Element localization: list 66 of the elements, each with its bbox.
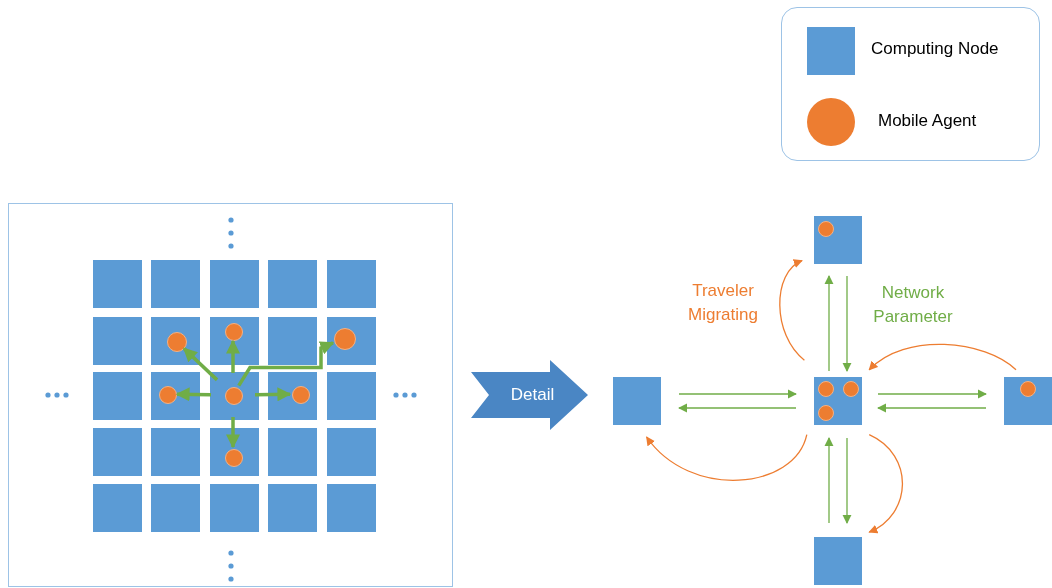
computing-node <box>151 317 200 365</box>
arrow <box>254 387 292 402</box>
curved-arrow <box>868 433 904 533</box>
arrow <box>824 275 834 372</box>
mobile-agent <box>843 381 859 397</box>
computing-node <box>268 317 317 365</box>
computing-node <box>814 377 862 425</box>
curved-arrow <box>645 433 808 481</box>
mobile-agent <box>167 332 187 352</box>
computing-node <box>210 317 259 365</box>
mobile-agent <box>225 323 243 341</box>
computing-node <box>1004 377 1052 425</box>
mobile-agent <box>818 221 834 237</box>
arrow <box>175 387 212 402</box>
mobile-agent <box>334 328 356 350</box>
mobile-agent <box>225 449 243 467</box>
computing-node <box>327 484 376 532</box>
mobile-agent <box>225 387 243 405</box>
computing-node <box>93 317 142 365</box>
computing-node <box>814 216 862 264</box>
computing-node <box>151 372 200 420</box>
curved-arrow <box>868 343 1017 371</box>
legend-text: Mobile Agent <box>878 111 977 131</box>
grid-panel <box>8 203 453 587</box>
computing-node <box>327 428 376 476</box>
curved-arrow <box>779 260 806 361</box>
computing-node <box>268 372 317 420</box>
computing-node <box>814 537 862 585</box>
mobile-agent <box>159 386 177 404</box>
mobile-agent <box>818 405 834 421</box>
computing-node <box>268 428 317 476</box>
computing-node <box>210 372 259 420</box>
arrow <box>877 389 987 399</box>
computing-node <box>327 317 376 365</box>
arrow <box>824 437 834 524</box>
arrow <box>842 275 852 372</box>
computing-node <box>210 260 259 308</box>
legend-text: Computing Node <box>871 39 999 59</box>
arrow <box>678 403 797 413</box>
arrow <box>877 403 987 413</box>
computing-node <box>210 484 259 532</box>
computing-node <box>151 260 200 308</box>
computing-node <box>151 484 200 532</box>
detail-arrow: Detail <box>471 360 588 430</box>
computing-node <box>93 260 142 308</box>
computing-node <box>93 428 142 476</box>
arrow <box>842 437 852 524</box>
annotation-label: Network Parameter <box>872 282 954 328</box>
mobile-agent <box>292 386 310 404</box>
computing-node <box>93 372 142 420</box>
arrow <box>226 417 240 449</box>
arrow <box>182 347 219 382</box>
computing-node <box>151 428 200 476</box>
arrow <box>237 341 335 387</box>
mobile-agent <box>818 381 834 397</box>
arrow <box>226 339 240 373</box>
computing-node <box>327 372 376 420</box>
computing-node <box>613 377 661 425</box>
computing-node <box>268 260 317 308</box>
arrow <box>678 389 797 399</box>
computing-node <box>327 260 376 308</box>
computing-node <box>93 484 142 532</box>
mobile-agent <box>1020 381 1036 397</box>
annotation-label: Traveler Migrating <box>687 280 759 326</box>
computing-node <box>210 428 259 476</box>
computing-node <box>268 484 317 532</box>
